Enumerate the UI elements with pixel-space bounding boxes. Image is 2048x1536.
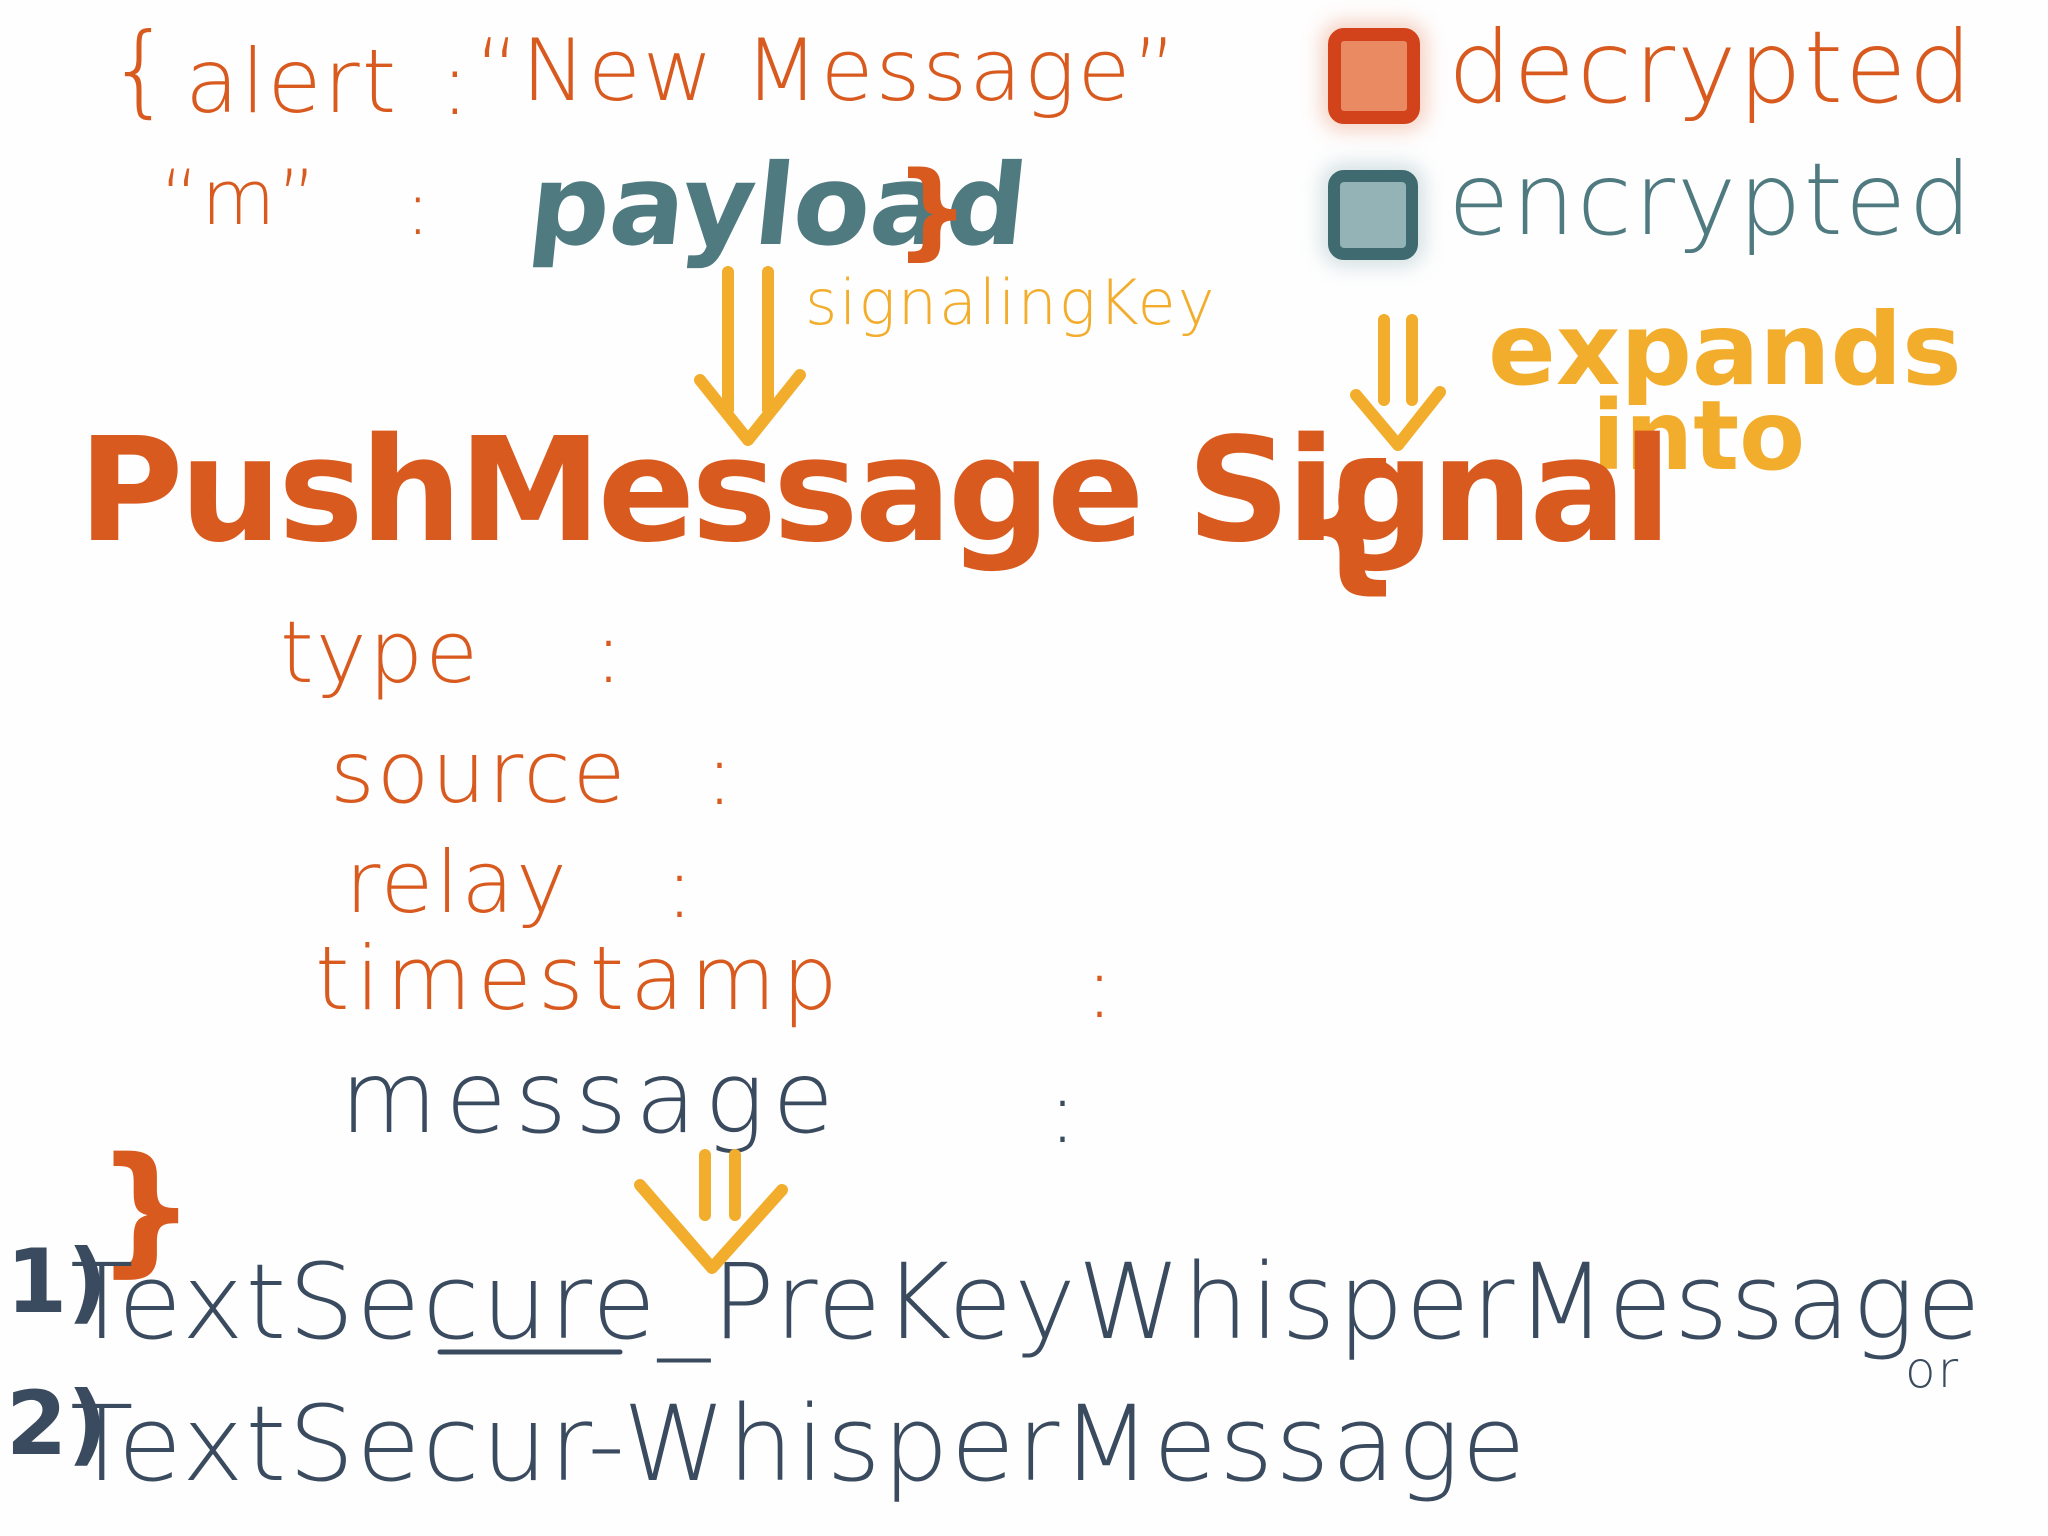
m-colon: : [405,163,433,252]
field-relay-colon: : [665,838,696,938]
field-source: source [330,723,628,823]
field-message: message [340,1039,842,1156]
result-1-number: 1) [6,1230,108,1333]
m-key: “m” [160,153,319,242]
field-timestamp-colon: : [1085,938,1116,1038]
signaling-key-label: signalingKey [805,266,1217,339]
field-type-colon: : [594,603,625,703]
alert-colon: : [440,32,472,135]
payload-close-brace: } [895,149,970,271]
signaling-key-arrow [694,266,806,446]
message-arrow [634,1149,788,1274]
field-message-colon: : [1048,1063,1079,1163]
encrypted-swatch [1328,170,1418,260]
decrypted-label: decrypted [1448,9,1974,126]
into-label: into [1592,380,1806,492]
result-2-number: 2) [6,1372,108,1475]
payload-open-brace: { [108,11,174,128]
field-relay: relay [345,833,569,933]
or-connector: or [1905,1341,1961,1399]
decrypted-swatch [1328,28,1420,124]
alert-value: “New Message” [475,21,1179,121]
alert-key: alert [185,30,399,133]
signal-open-brace: { [1298,434,1405,608]
result-2-text: TextSecur-WhisperMessage [70,1383,1528,1505]
expands-label: expands [1488,291,1962,408]
field-timestamp: timestamp [315,927,844,1030]
signal-close-brace: } [96,1128,196,1291]
result-1-text: TextSecure_PreKeyWhisperMessage [70,1241,1983,1363]
expands-into-arrow [1350,314,1446,451]
field-source-colon: : [705,725,736,825]
field-type: type [280,603,481,703]
encrypted-label: encrypted [1448,141,1974,258]
